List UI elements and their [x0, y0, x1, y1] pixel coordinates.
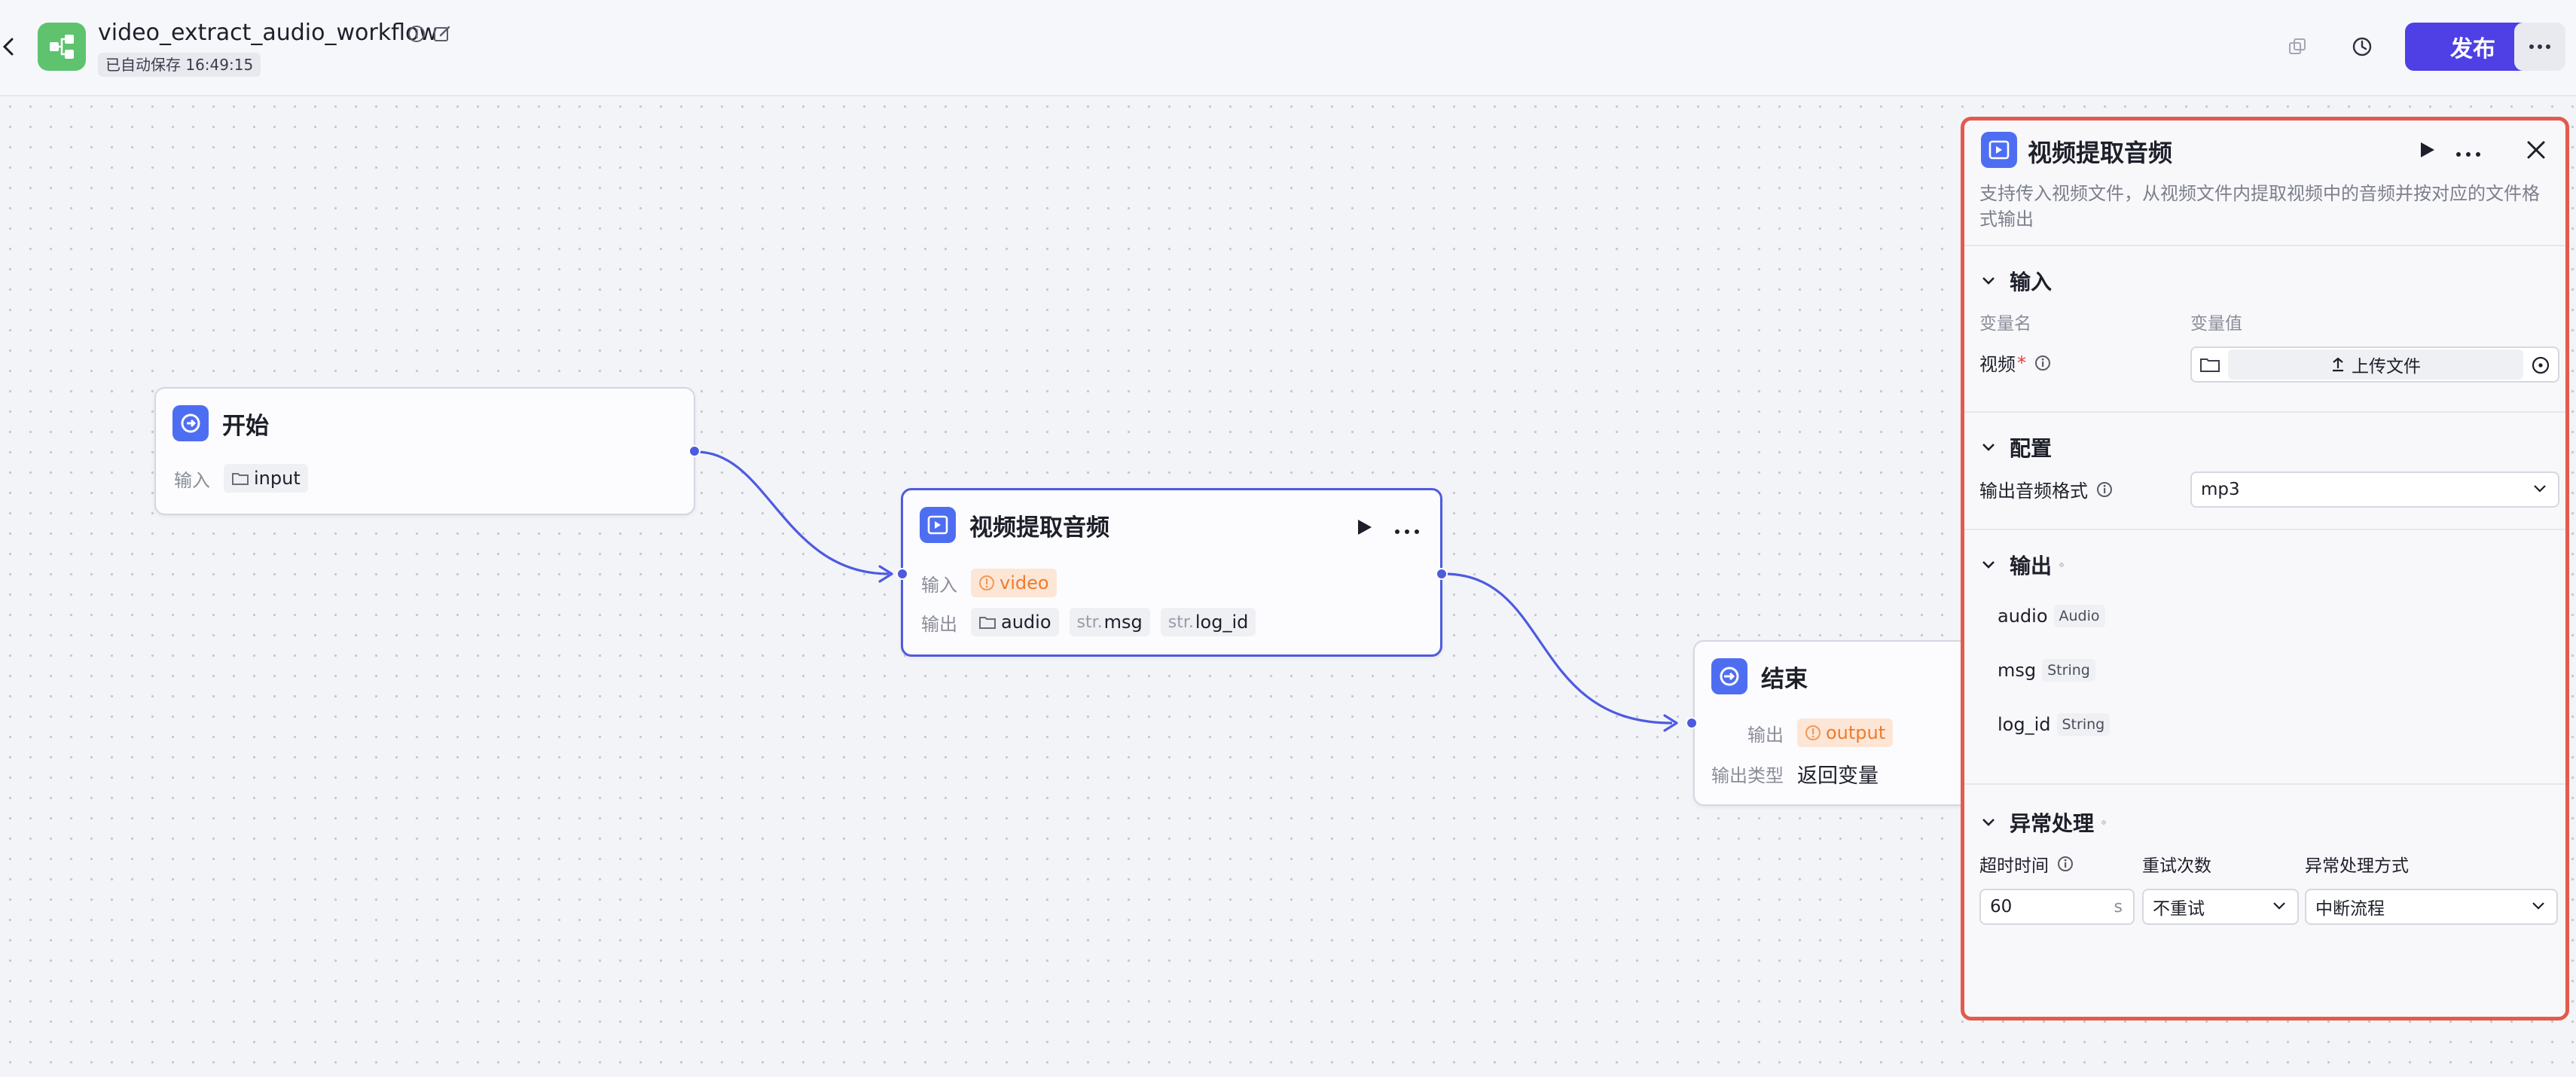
folder-icon[interactable] — [2199, 355, 2220, 377]
extract-node-title: 视频提取音频 — [969, 514, 1109, 542]
error-section-header[interactable]: 异常处理 — [1981, 807, 2120, 837]
autosave-status: 已自动保存 16:49:15 — [98, 53, 261, 77]
retry-label: 重试次数 — [2142, 856, 2211, 876]
info-icon[interactable] — [2056, 855, 2074, 873]
output-item-log-id: log_id String — [1998, 713, 2111, 736]
edit-icon[interactable] — [432, 24, 452, 44]
required-mark: * — [2017, 352, 2026, 374]
output-item-audio: audio Audio — [1998, 605, 2105, 627]
warning-icon — [1805, 725, 1821, 740]
output-tag-log-id: str. log_id — [1160, 608, 1256, 636]
upload-icon — [2333, 357, 2343, 372]
close-icon[interactable] — [2525, 139, 2547, 164]
error-method-label: 异常处理方式 — [2305, 856, 2409, 876]
config-section-header[interactable]: 配置 — [1981, 432, 2052, 462]
video-upload-field[interactable]: 上传文件 — [2190, 346, 2559, 383]
info-icon[interactable] — [2101, 813, 2120, 831]
run-node-icon[interactable] — [1355, 517, 1373, 540]
info-icon[interactable] — [407, 24, 426, 44]
end-node[interactable]: 结束 输出 output 输出类型 返回变量 — [1693, 640, 2010, 806]
end-input-handle[interactable] — [1686, 717, 1698, 729]
end-output-tag: output — [1797, 719, 1894, 747]
variable-ref-icon[interactable] — [2531, 355, 2550, 378]
error-method-select[interactable]: 中断流程 — [2305, 889, 2558, 925]
col-var-name: 变量名 — [1979, 314, 2031, 334]
warning-icon — [979, 575, 994, 590]
info-icon[interactable] — [2034, 354, 2052, 372]
audio-format-select[interactable]: mp3 — [2190, 471, 2559, 508]
extract-input-handle[interactable] — [896, 568, 908, 580]
timeout-unit: s — [2114, 898, 2123, 917]
top-header: video_extract_audio_workflow 已自动保存 16:49… — [0, 0, 2576, 96]
copy-icon[interactable] — [2284, 33, 2311, 60]
output-tag-audio: audio — [971, 608, 1059, 636]
node-config-panel: 视频提取音频 支持传入视频文件，从视频文件内提取视频中的音频并按对应的文件格式输… — [1961, 117, 2569, 1021]
video-audio-icon — [1981, 132, 2017, 168]
start-node[interactable]: 开始 输入 input — [154, 387, 695, 515]
workflow-logo-icon — [38, 23, 86, 71]
col-var-value: 变量值 — [2190, 314, 2242, 334]
chevron-down-icon — [1982, 561, 1995, 569]
start-node-title: 开始 — [222, 412, 269, 440]
folder-icon — [232, 473, 249, 485]
history-icon[interactable] — [2349, 33, 2376, 60]
input-section-header[interactable]: 输入 — [1981, 266, 2052, 296]
folder-icon — [979, 617, 996, 629]
panel-more-icon[interactable] — [2455, 146, 2481, 160]
panel-description: 支持传入视频文件，从视频文件内提取视频中的音频并按对应的文件格式输出 — [1979, 183, 2540, 230]
node-more-icon[interactable] — [1394, 523, 1420, 538]
chevron-down-icon — [2532, 902, 2544, 910]
extract-output-label: 输出 — [921, 613, 957, 635]
output-section-header[interactable]: 输出 — [1981, 550, 2077, 580]
chevron-down-icon — [1982, 819, 1995, 826]
more-dots-icon — [2529, 44, 2550, 49]
timeout-label: 超时时间 — [1979, 851, 2074, 877]
start-output-handle[interactable] — [688, 445, 700, 457]
end-node-title: 结束 — [1761, 665, 1808, 693]
end-output-type-value: 返回变量 — [1797, 764, 1879, 788]
chevron-down-icon — [2273, 902, 2285, 910]
back-arrow-icon[interactable] — [0, 33, 18, 60]
timeout-input[interactable]: 60 s — [1979, 889, 2135, 925]
start-icon — [172, 405, 209, 441]
workflow-title: video_extract_audio_workflow — [98, 20, 438, 46]
end-output-label: 输出 — [1747, 724, 1784, 746]
end-output-type-label: 输出类型 — [1711, 765, 1784, 786]
info-icon[interactable] — [2095, 481, 2114, 499]
extract-audio-node[interactable]: 视频提取音频 输入 video 输出 audio str. msg str. l… — [901, 488, 1442, 657]
panel-title: 视频提取音频 — [2028, 139, 2173, 167]
extract-input-tag: video — [971, 569, 1057, 597]
upload-file-button[interactable]: 上传文件 — [2228, 349, 2523, 380]
chevron-down-icon — [1982, 277, 1995, 285]
run-node-icon[interactable] — [2418, 140, 2436, 163]
retry-select[interactable]: 不重试 — [2142, 889, 2299, 925]
extract-output-handle[interactable] — [1436, 568, 1448, 580]
more-options-button[interactable] — [2514, 23, 2565, 71]
start-input-label: 输入 — [174, 469, 210, 491]
info-icon[interactable] — [2059, 556, 2077, 574]
format-label: 输出音频格式 — [1979, 476, 2114, 502]
video-field-label: 视频 * — [1979, 349, 2052, 376]
video-audio-icon — [920, 507, 956, 543]
extract-input-label: 输入 — [921, 574, 957, 596]
start-input-tag: input — [224, 464, 308, 493]
output-tag-msg: str. msg — [1069, 608, 1150, 636]
end-icon — [1711, 658, 1747, 694]
output-item-msg: msg String — [1998, 659, 2095, 682]
chevron-down-icon — [2534, 485, 2546, 493]
chevron-down-icon — [1982, 444, 1995, 451]
